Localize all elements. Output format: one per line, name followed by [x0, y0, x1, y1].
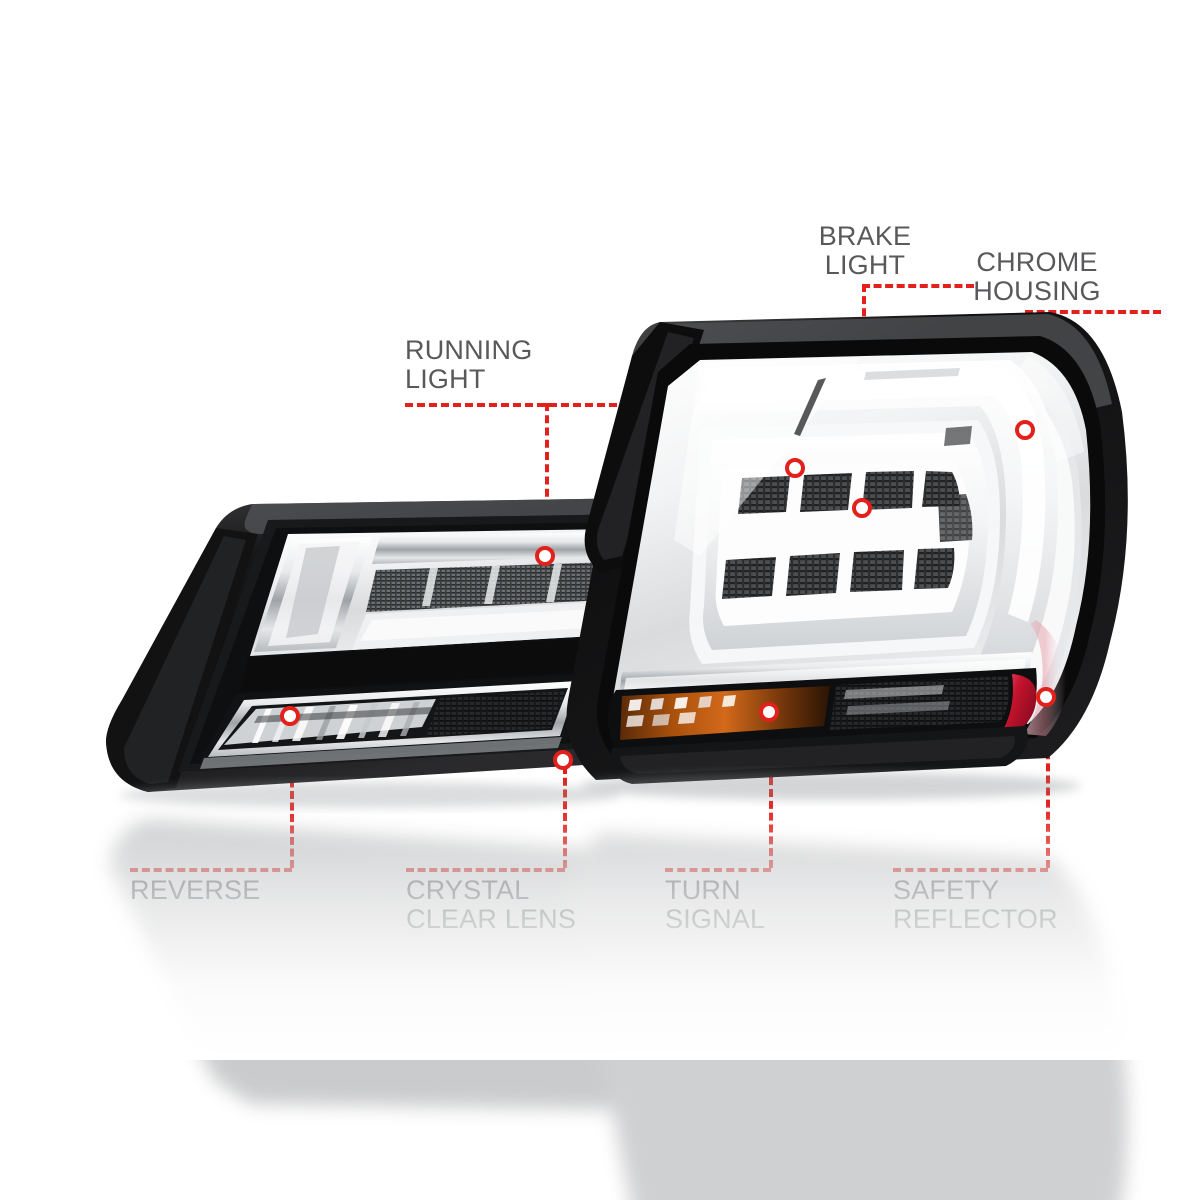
connector-running-light-spine	[405, 403, 797, 407]
marker-brake-light	[852, 498, 872, 518]
callout-label-running-light: RUNNING LIGHT	[405, 335, 533, 395]
marker-chrome-housing	[1015, 420, 1035, 440]
connector-running-light-drop-left	[545, 403, 549, 558]
marker-running-light-right	[785, 458, 805, 478]
callout-label-brake-light: BRAKE LIGHT	[818, 221, 912, 281]
floor-reflection	[110, 820, 1128, 1200]
marker-running-light-left	[535, 546, 555, 566]
callout-label-chrome-housing: CHROME HOUSING	[973, 247, 1101, 307]
marker-turn-signal	[759, 702, 779, 722]
marker-safety-reflector	[1036, 687, 1056, 707]
connector-chrome-housing-spine	[1025, 310, 1161, 314]
connector-brake-light-spine	[862, 284, 974, 288]
right-lamp-assembly	[566, 312, 1128, 784]
marker-crystal-clear-lens	[553, 750, 573, 770]
left-lamp-assembly	[106, 498, 648, 792]
marker-reverse	[280, 706, 300, 726]
